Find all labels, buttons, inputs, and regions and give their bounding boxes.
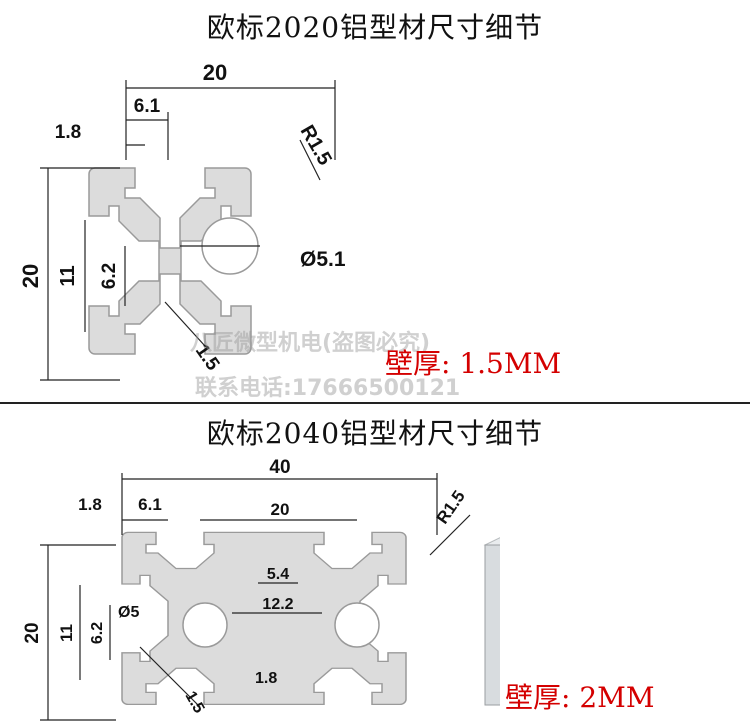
- dim2-pitch: 20: [271, 500, 290, 519]
- profile-2020-shape: [88, 167, 259, 355]
- dim2-core: 6.2: [89, 622, 106, 644]
- drawing-2040: 40 1.8 6.1 20 R1.5 5.4 12.2 20 11 6.2 Ø5…: [22, 457, 500, 721]
- watermark-line1: 八匠微型机电(盗图必究): [190, 331, 431, 356]
- dim2-web-mid: 12.2: [262, 596, 293, 613]
- dim-inner: 11: [57, 265, 79, 286]
- drawing-2020: 20 6.1 1.8 R1.5 20 11 6.2 Ø5.1 1.5: [18, 60, 346, 381]
- section-divider: [0, 402, 750, 404]
- dim2-bore: Ø5: [118, 604, 139, 621]
- dim2-slot: 6.1: [138, 495, 162, 514]
- wall-thickness-2020: 壁厚: 1.5MM: [385, 347, 562, 380]
- dim2-width: 40: [269, 457, 290, 478]
- dim2-height: 20: [22, 622, 43, 643]
- wall-thickness-2040: 壁厚: 2MM: [505, 681, 655, 714]
- dim-lip: 1.8: [55, 122, 81, 143]
- dim-bore: Ø5.1: [300, 248, 346, 271]
- profile-2040-shape: [121, 531, 407, 706]
- watermark-line2: 联系电话:17666500121: [195, 376, 461, 401]
- dim-core: 6.2: [99, 263, 120, 289]
- dim-radius: R1.5: [296, 122, 336, 170]
- dim2-web-bot: 1.8: [255, 670, 277, 687]
- dim2-inner: 11: [57, 624, 76, 642]
- extrusion-2040-render: [483, 537, 500, 706]
- dim-slot: 6.1: [134, 96, 161, 117]
- dim-height: 20: [18, 264, 43, 288]
- dim-width: 20: [203, 60, 227, 85]
- dim2-lip: 1.8: [78, 495, 102, 514]
- title-2020: 欧标2020铝型材尺寸细节: [206, 11, 544, 44]
- dim2-web-top: 5.4: [267, 566, 289, 583]
- title-2040: 欧标2040铝型材尺寸细节: [206, 417, 544, 450]
